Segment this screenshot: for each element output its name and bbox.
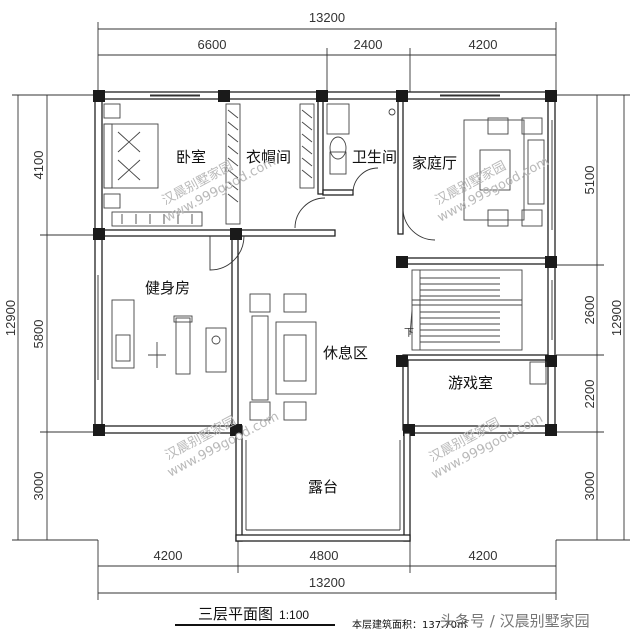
room-label-terrace: 露台 bbox=[308, 478, 338, 496]
terrace-railing bbox=[235, 432, 411, 542]
dim-bottom-seg-3: 4200 bbox=[469, 548, 498, 563]
dim-top-total: 13200 bbox=[309, 10, 345, 25]
title-underline bbox=[175, 624, 335, 626]
sofa-set-family bbox=[463, 117, 545, 227]
dim-bottom-seg-1: 4200 bbox=[154, 548, 183, 563]
wardrobe bbox=[111, 211, 203, 227]
stair-down-label: 下 bbox=[404, 328, 414, 339]
room-label-game-room: 游戏室 bbox=[448, 374, 493, 392]
watermark-3: 汉晨别墅家园 www.999good.com bbox=[162, 409, 281, 480]
game-room-cabinet bbox=[529, 361, 547, 385]
dim-left-seg-3: 3000 bbox=[31, 472, 46, 501]
structural-columns bbox=[93, 90, 557, 436]
dim-left-total: 12900 bbox=[3, 300, 18, 336]
right-dimension-lines bbox=[556, 94, 630, 541]
room-label-bathroom: 卫生间 bbox=[352, 148, 397, 166]
room-label-lounge: 休息区 bbox=[323, 344, 368, 362]
dim-bottom-seg-2: 4800 bbox=[310, 548, 339, 563]
plan-title-text: 三层平面图 bbox=[198, 605, 274, 623]
sofa-set-lounge bbox=[249, 293, 317, 421]
watermark-4: 汉晨别墅家园 www.999good.com bbox=[426, 411, 545, 482]
left-dimension-lines bbox=[12, 94, 98, 541]
plan-scale: 1:100 bbox=[279, 608, 310, 622]
room-label-closet: 衣帽间 bbox=[246, 148, 291, 166]
dim-right-seg-2: 2600 bbox=[582, 296, 597, 325]
staircase bbox=[409, 269, 523, 351]
dim-left-seg-2: 5800 bbox=[31, 320, 46, 349]
room-label-family-room: 家庭厅 bbox=[412, 154, 457, 172]
dim-top-seg-1: 6600 bbox=[198, 37, 227, 52]
dim-right-seg-4: 3000 bbox=[582, 472, 597, 501]
room-label-gym: 健身房 bbox=[145, 279, 190, 297]
watermark-2: 汉晨别墅家园 www.999good.com bbox=[432, 154, 551, 225]
dim-left-seg-1: 4100 bbox=[31, 151, 46, 180]
dim-right-seg-3: 2200 bbox=[582, 380, 597, 409]
dim-top-seg-2: 2400 bbox=[354, 37, 383, 52]
door-swings bbox=[209, 167, 436, 271]
top-dimension-lines bbox=[97, 22, 557, 95]
plan-title: 三层平面图 1:100 bbox=[198, 603, 309, 624]
room-label-bedroom: 卧室 bbox=[176, 148, 206, 166]
floor-area-note: 本层建筑面积：137.70㎡ bbox=[352, 620, 467, 631]
dim-bottom-total: 13200 bbox=[309, 575, 345, 590]
closet-racks bbox=[225, 103, 315, 225]
bed bbox=[103, 103, 159, 209]
dim-right-total: 12900 bbox=[609, 300, 624, 336]
bathroom-fixtures bbox=[326, 103, 396, 175]
gym-equipment bbox=[111, 299, 227, 375]
bottom-dimension-lines bbox=[97, 540, 557, 600]
dim-top-seg-3: 4200 bbox=[469, 37, 498, 52]
dim-right-seg-1: 5100 bbox=[582, 166, 597, 195]
source-credit: 头条号 / 汉晨别墅家园 bbox=[440, 612, 590, 630]
